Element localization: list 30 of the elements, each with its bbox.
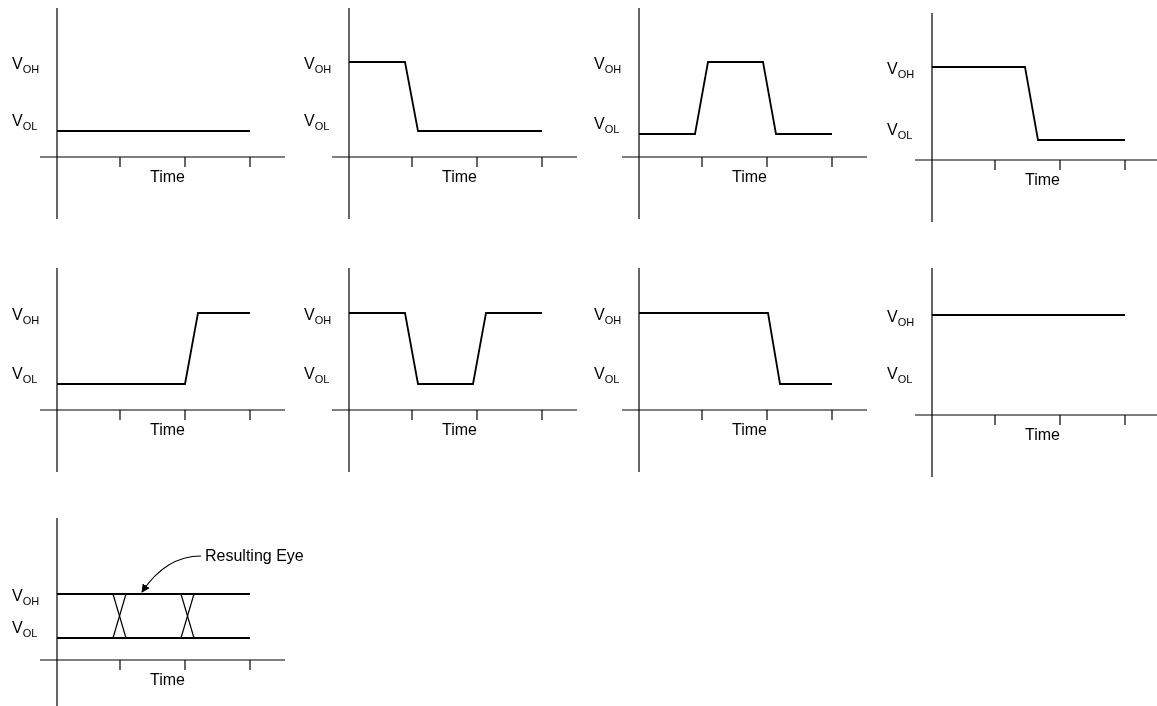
voltage-level-label: V$_{OL}$	[594, 116, 620, 136]
voltage-level-label: V$_{OL}$	[12, 620, 38, 640]
voltage-level-label: V$_{OL}$	[594, 366, 620, 386]
voltage-level-label: V$_{OH}$	[12, 307, 40, 327]
axis-label: Time	[442, 169, 477, 185]
axis-label: Time	[732, 169, 767, 185]
callout-label: Resulting Eye	[205, 548, 304, 564]
voltage-level-label: V$_{OL}$	[887, 366, 913, 386]
leader-line	[141, 555, 202, 593]
axis-label: Time	[1025, 172, 1060, 188]
voltage-level-label: V$_{OL}$	[12, 113, 38, 133]
voltage-level-label: V$_{OH}$	[304, 307, 332, 327]
voltage-level-label: V$_{OH}$	[304, 56, 332, 76]
voltage-level-label: V$_{OH}$	[12, 56, 40, 76]
voltage-level-label: V$_{OL}$	[887, 122, 913, 142]
axis-label: Time	[442, 422, 477, 438]
voltage-level-label: V$_{OL}$	[304, 113, 330, 133]
axis-label: Time	[150, 422, 185, 438]
voltage-level-label: V$_{OH}$	[594, 307, 622, 327]
eye-pattern-drawing	[56, 593, 251, 639]
axis-label: Time	[732, 422, 767, 438]
voltage-level-label: V$_{OH}$	[887, 309, 915, 329]
voltage-level-label: V$_{OH}$	[887, 61, 915, 81]
voltage-level-label: V$_{OH}$	[12, 588, 40, 608]
voltage-level-label: V$_{OL}$	[12, 366, 38, 386]
voltage-level-label: V$_{OL}$	[304, 366, 330, 386]
axis-label: Time	[150, 672, 185, 688]
voltage-level-label: V$_{OH}$	[594, 56, 622, 76]
axis-label: Time	[1025, 427, 1060, 443]
axis-label: Time	[150, 169, 185, 185]
